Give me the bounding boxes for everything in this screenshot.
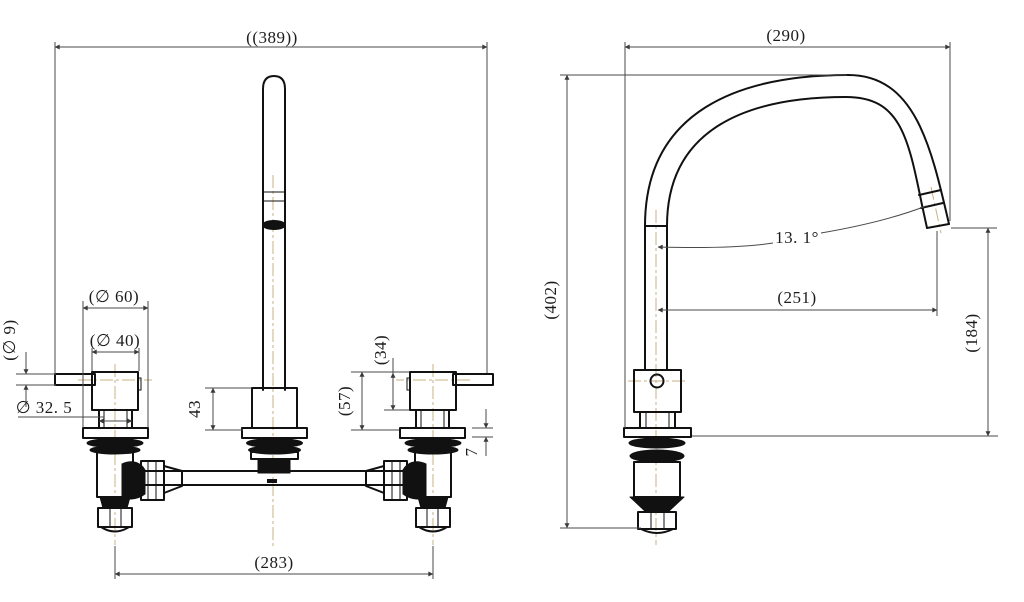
dim-handle-height: (57) (335, 386, 354, 416)
handle-set-screw (137, 377, 142, 391)
dim-handle-body-height: (34) (371, 335, 390, 365)
dim-neck-diameter: ∅ 32. 5 (16, 398, 73, 417)
front-view: ((389)) (∅ 60) (∅ 40) (∅ 9) ∅ 32. 5 43 (0, 28, 494, 579)
spout-base-side (623, 369, 692, 534)
dim-escutcheon-diameter: (∅ 60) (89, 287, 139, 306)
handle-lever (54, 373, 96, 386)
side-view: (290) (402) 13. 1° (251) (184) (541, 26, 998, 545)
set-screw (649, 373, 665, 389)
spout-threaded-shank (257, 458, 291, 474)
mounting-hex-nut-side (637, 511, 677, 530)
dim-spout-base-height: 43 (185, 400, 204, 418)
dim-flange-thickness: 7 (462, 448, 481, 457)
dim-outlet-angle: 13. 1° (775, 228, 819, 247)
spout-front (241, 75, 308, 474)
dim-tap-hole-centres: (283) (254, 553, 293, 572)
left-handle-assembly (54, 364, 183, 545)
front-dimensions: ((389)) (∅ 60) (∅ 40) (∅ 9) ∅ 32. 5 43 (0, 28, 493, 579)
dim-spout-reach: (251) (777, 288, 816, 307)
spout-swivel-ring (262, 220, 286, 230)
pipe-center-mark (267, 479, 277, 483)
aerator-band (918, 189, 942, 196)
dim-overall-height: (402) (541, 280, 560, 319)
dim-outlet-height: (184) (962, 313, 981, 352)
mounting-hex-nut (97, 507, 133, 528)
dim-lever-diameter: (∅ 9) (0, 319, 19, 360)
side-dimensions: (290) (402) 13. 1° (251) (184) (541, 26, 998, 529)
spout-flange-side (623, 427, 692, 438)
aerator-band (920, 202, 944, 209)
dim-handle-body-diameter: (∅ 40) (90, 331, 140, 350)
dim-overall-width: ((389)) (246, 28, 298, 47)
handle-flange (82, 427, 149, 439)
dim-spout-overall-reach: (290) (766, 26, 805, 45)
